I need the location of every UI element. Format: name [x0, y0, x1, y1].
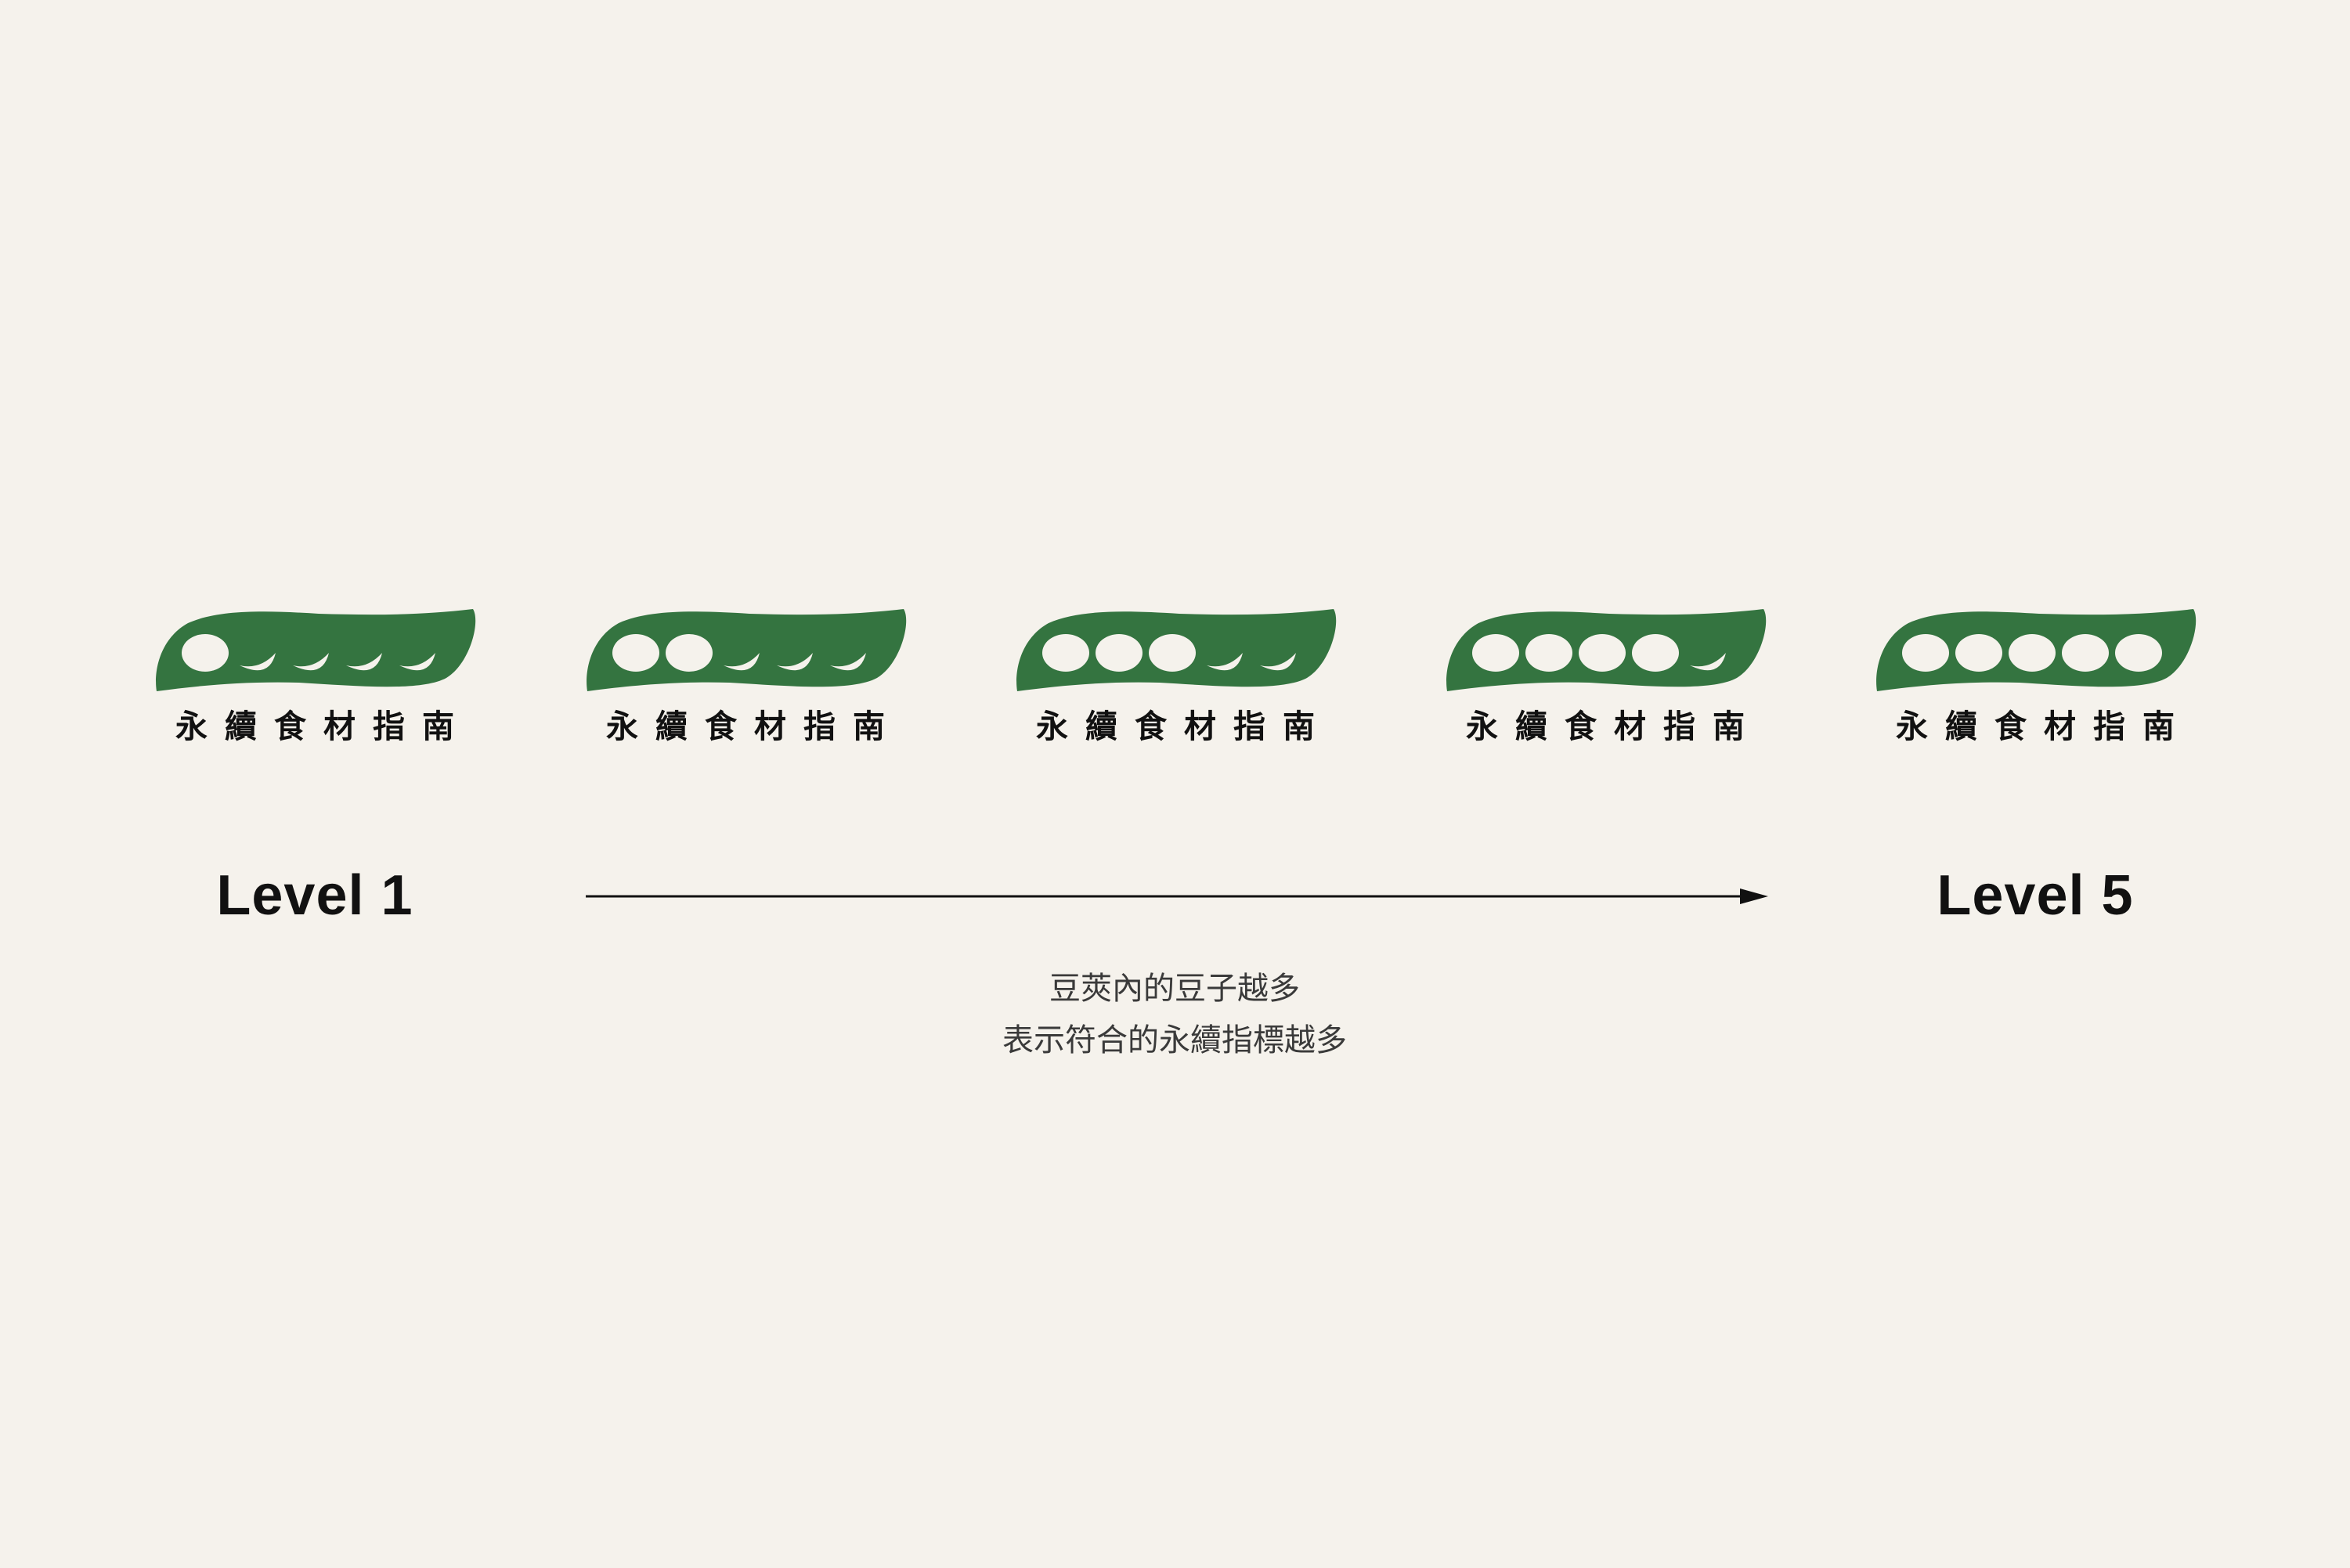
- pea-bean-empty: [777, 653, 813, 671]
- pea-bean-empty: [346, 653, 382, 671]
- pea-bean-empty: [830, 653, 866, 671]
- pea-bean-filled: [182, 634, 229, 672]
- pod-level-2: 永續食材指南: [581, 609, 910, 758]
- pea-bean-filled: [2062, 634, 2109, 672]
- pea-pod-icon: [587, 609, 907, 691]
- pea-bean-empty: [1260, 653, 1296, 671]
- pea-bean-filled: [1525, 634, 1572, 672]
- pea-bean-filled: [1472, 634, 1519, 672]
- pod-level-4: 永續食材指南: [1441, 609, 1770, 758]
- pod-label: 永續食材指南: [175, 708, 471, 745]
- pea-pod-icon: [1446, 609, 1767, 691]
- pea-bean-filled: [2009, 634, 2056, 672]
- pea-bean-empty: [293, 653, 329, 671]
- pea-bean-filled: [1579, 634, 1626, 672]
- pea-bean-filled: [1096, 634, 1143, 672]
- pod-body: [156, 609, 476, 691]
- pea-bean-empty: [1207, 653, 1243, 671]
- pea-pod-icon: [1876, 609, 2197, 691]
- pea-bean-empty: [724, 653, 760, 671]
- pea-bean-empty: [240, 653, 276, 671]
- level-end-label: Level 5: [1937, 864, 2134, 927]
- pea-bean-filled: [1632, 634, 1679, 672]
- pod-body: [587, 609, 907, 691]
- description-line-2: 表示符合的永續指標越多: [1002, 1022, 1347, 1058]
- pod-label: 永續食材指南: [1466, 708, 1762, 745]
- description-line-1: 豆莢內的豆子越多: [1049, 971, 1300, 1007]
- pea-bean-empty: [1690, 653, 1726, 671]
- pod-label: 永續食材指南: [606, 708, 902, 745]
- pea-pod-icon: [1016, 609, 1337, 691]
- pea-bean-filled: [1042, 634, 1089, 672]
- pod-level-1: 永續食材指南: [150, 609, 479, 758]
- pea-bean-filled: [1149, 634, 1196, 672]
- description-text: 豆莢內的豆子越多 表示符合的永續指標越多: [861, 963, 1488, 1066]
- level-start-label: Level 1: [216, 864, 413, 927]
- pea-bean-filled: [1902, 634, 1949, 672]
- pea-bean-filled: [2115, 634, 2162, 672]
- arrow-right-icon: [586, 889, 1768, 904]
- pea-bean-empty: [399, 653, 435, 671]
- pod-level-5: 永續食材指南: [1871, 609, 2200, 758]
- pea-bean-filled: [1955, 634, 2002, 672]
- pea-bean-filled: [666, 634, 713, 672]
- pea-bean-filled: [612, 634, 659, 672]
- pod-label: 永續食材指南: [1896, 708, 2192, 745]
- pea-pod-icon: [156, 609, 476, 691]
- arrow-head: [1740, 889, 1768, 904]
- pod-label: 永續食材指南: [1036, 708, 1332, 745]
- pod-level-3: 永續食材指南: [1011, 609, 1340, 758]
